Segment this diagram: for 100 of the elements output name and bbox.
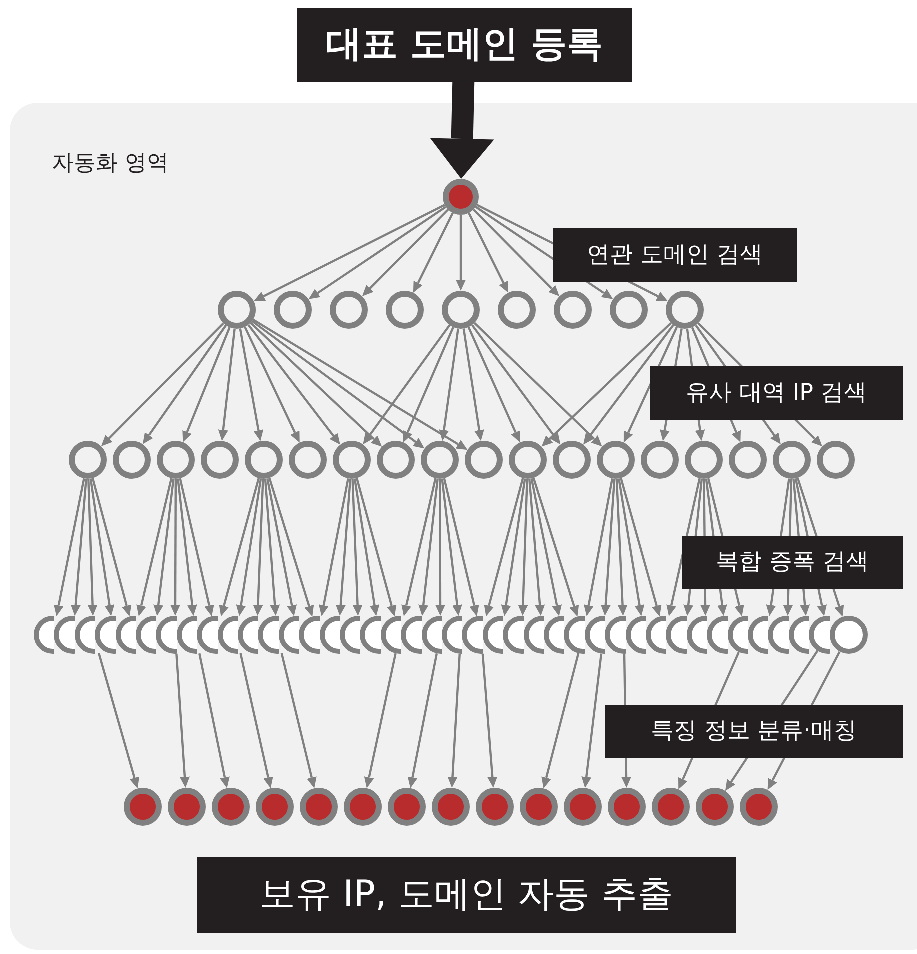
arrow [482, 654, 498, 788]
result-node [564, 788, 602, 826]
start-node [443, 179, 479, 215]
arrow [402, 478, 437, 616]
arrow [239, 328, 264, 442]
arrow [250, 322, 382, 447]
arrow [582, 654, 603, 788]
result-node [652, 788, 690, 826]
arrow [471, 324, 561, 445]
arrow [542, 653, 580, 789]
arrow [792, 478, 810, 616]
arrow [252, 318, 468, 450]
arrow [684, 478, 704, 616]
arrow [244, 326, 300, 443]
arrow [501, 478, 526, 616]
result-node [476, 788, 514, 826]
arrow [336, 478, 352, 616]
arrow [356, 478, 397, 617]
result-box: 보유 IP, 도메인 자동 추출 [197, 857, 736, 933]
arrow [98, 652, 140, 789]
result-node [740, 788, 778, 826]
arrow [362, 209, 450, 296]
arrow [179, 478, 214, 616]
arrow [352, 478, 363, 616]
arrow [176, 654, 190, 788]
arrow [456, 215, 466, 291]
arrow [707, 478, 744, 617]
arrow [268, 478, 314, 617]
arrow [678, 652, 740, 790]
arrow [468, 212, 509, 293]
arrow [622, 654, 632, 788]
arrow [253, 478, 264, 616]
arrow [252, 320, 425, 449]
arrow [142, 324, 227, 444]
arrow [154, 478, 175, 616]
arrow [766, 478, 790, 616]
arrow [691, 327, 741, 442]
arrow [700, 478, 710, 616]
arrow [136, 478, 173, 616]
arrow [254, 204, 446, 302]
arrow [796, 478, 844, 617]
arrow [177, 478, 198, 616]
arrow [92, 478, 132, 617]
step-label: 특징 정보 분류·매칭 [605, 705, 903, 758]
arrow [794, 478, 828, 616]
arrow [54, 478, 86, 616]
thick-arrow [430, 82, 494, 179]
arrow [441, 478, 462, 616]
arrow [403, 327, 454, 443]
result-node [300, 788, 338, 826]
arrow [363, 324, 451, 445]
step-label: 복합 증폭 검색 [682, 536, 903, 589]
arrow [418, 478, 439, 616]
arrow [280, 653, 317, 789]
arrow [616, 478, 628, 616]
arrow [542, 322, 672, 447]
arrow [620, 478, 662, 617]
result-node [168, 788, 206, 826]
arrow [448, 654, 461, 788]
arrow [472, 209, 560, 296]
arrow [182, 327, 231, 442]
arrow [530, 478, 562, 616]
arrow [618, 478, 645, 616]
arrow [528, 478, 546, 616]
arrow [236, 478, 262, 616]
result-node [696, 788, 734, 826]
arrow [666, 478, 701, 616]
arrow [70, 478, 88, 616]
arrow [768, 651, 841, 790]
arrow [170, 479, 180, 616]
result-node [212, 788, 250, 826]
result-node [256, 788, 294, 826]
arrow [705, 478, 728, 616]
arrow [695, 324, 781, 445]
arrow [439, 328, 460, 442]
arrow [698, 322, 823, 447]
result-node [344, 788, 382, 826]
arrow [532, 478, 580, 617]
arrow [583, 324, 674, 445]
step-label: 연관 도메인 검색 [553, 228, 797, 282]
arrow [443, 478, 480, 616]
arrow [484, 478, 524, 617]
arrow [264, 478, 280, 616]
arrow [408, 653, 438, 788]
arrow [318, 478, 350, 616]
arrow [686, 328, 706, 442]
arrow [600, 478, 616, 616]
arrow [660, 328, 683, 442]
arrow [783, 478, 794, 616]
title-box: 대표 도메인 등록 [297, 8, 632, 82]
result-node [608, 788, 646, 826]
arrow [436, 479, 446, 616]
result-node [520, 788, 558, 826]
arrow [584, 478, 614, 616]
arrow [266, 478, 298, 616]
arrow [240, 653, 274, 788]
arrow [624, 326, 678, 443]
result-node [124, 788, 162, 826]
arrow [90, 478, 115, 616]
arrow [101, 322, 224, 447]
